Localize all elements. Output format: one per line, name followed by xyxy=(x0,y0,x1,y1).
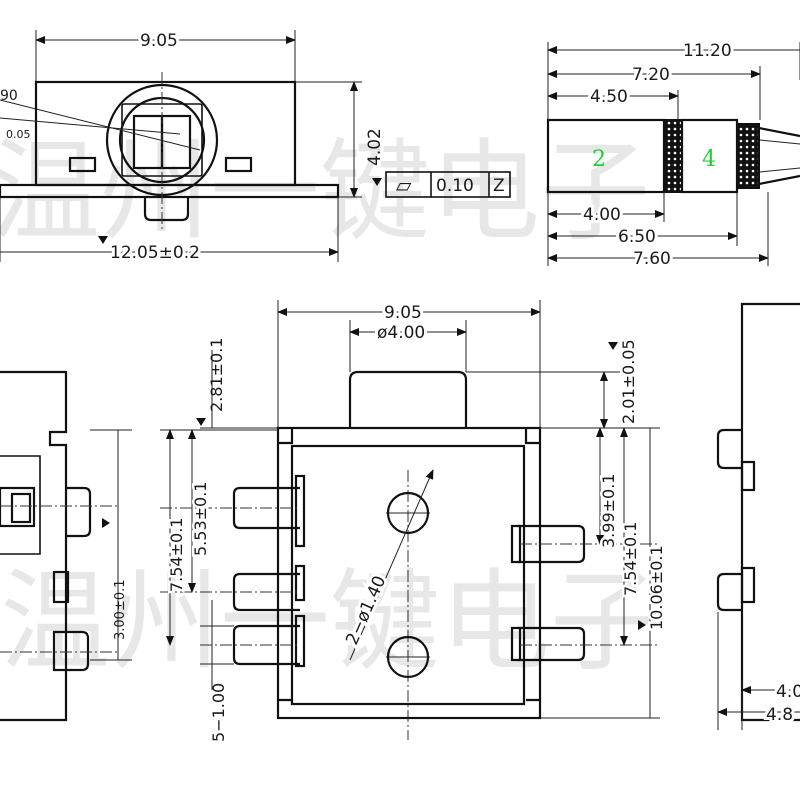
left-view: 3.00±0.1 xyxy=(0,370,132,722)
tolerance-value: 0.10 xyxy=(436,176,474,196)
front-right-dim-c: 10.06±0.1 xyxy=(647,545,666,630)
tolerance-datum: Z xyxy=(493,176,505,196)
front-left-dim-a: 7.54±0.1 xyxy=(167,518,186,592)
right-dim-b: 4.8 xyxy=(766,705,793,725)
front-width-label: 9.05 xyxy=(384,303,422,323)
side-mid-length-label: 7.20 xyxy=(632,65,670,85)
front-view: 9.05 ø4.00 2−ø1.40 xyxy=(160,300,669,742)
top-partial-label-b: 0.05 xyxy=(6,128,31,141)
front-left-dim-b: 5.53±0.1 xyxy=(191,482,210,556)
top-width-label: 9.05 xyxy=(140,31,178,51)
watermark: 温州一键电子 温州一键电子 xyxy=(0,128,660,686)
front-hole-label: ø4.00 xyxy=(377,323,425,343)
top-total-width-label: 12.05±0.2 xyxy=(110,243,200,263)
right-dim-a: 4.0 xyxy=(776,682,800,702)
side-ring-length-label: 6.50 xyxy=(618,227,656,247)
side-body-length-label: 4.00 xyxy=(583,205,621,225)
tolerance-symbol: ▱ xyxy=(396,173,412,197)
side-pin-label-4: 4 xyxy=(702,147,716,172)
right-view: 4.0 4.8 xyxy=(716,302,800,730)
top-view: 9.05 90 0.05 4.02 ▱ 0.10 Z xyxy=(0,28,511,266)
side-short-length-label: 4.50 xyxy=(590,87,628,107)
side-pin-label-2: 2 xyxy=(592,147,606,172)
front-right-dim-b: 7.54±0.1 xyxy=(621,522,640,596)
front-nose-height-label: 2.81±0.1 xyxy=(207,338,226,412)
front-nose-offset-label: 2.01±0.05 xyxy=(619,339,638,424)
side-view: 11.20 7.20 4.50 2 4 4.00 6.50 7.60 xyxy=(546,38,800,272)
side-total-length-label: 11.20 xyxy=(683,41,732,61)
front-right-dim-a: 3.99±0.1 xyxy=(599,474,618,548)
side-tip-length-label: 7.60 xyxy=(633,249,671,269)
watermark-line-2: 温州一键电子 xyxy=(0,558,660,686)
top-partial-label-a: 90 xyxy=(0,88,18,104)
front-pin-width-label: 5−1.00 xyxy=(209,683,228,742)
top-height-label: 4.02 xyxy=(365,128,385,166)
left-overlap-label: 3.00±0.1 xyxy=(113,579,128,640)
